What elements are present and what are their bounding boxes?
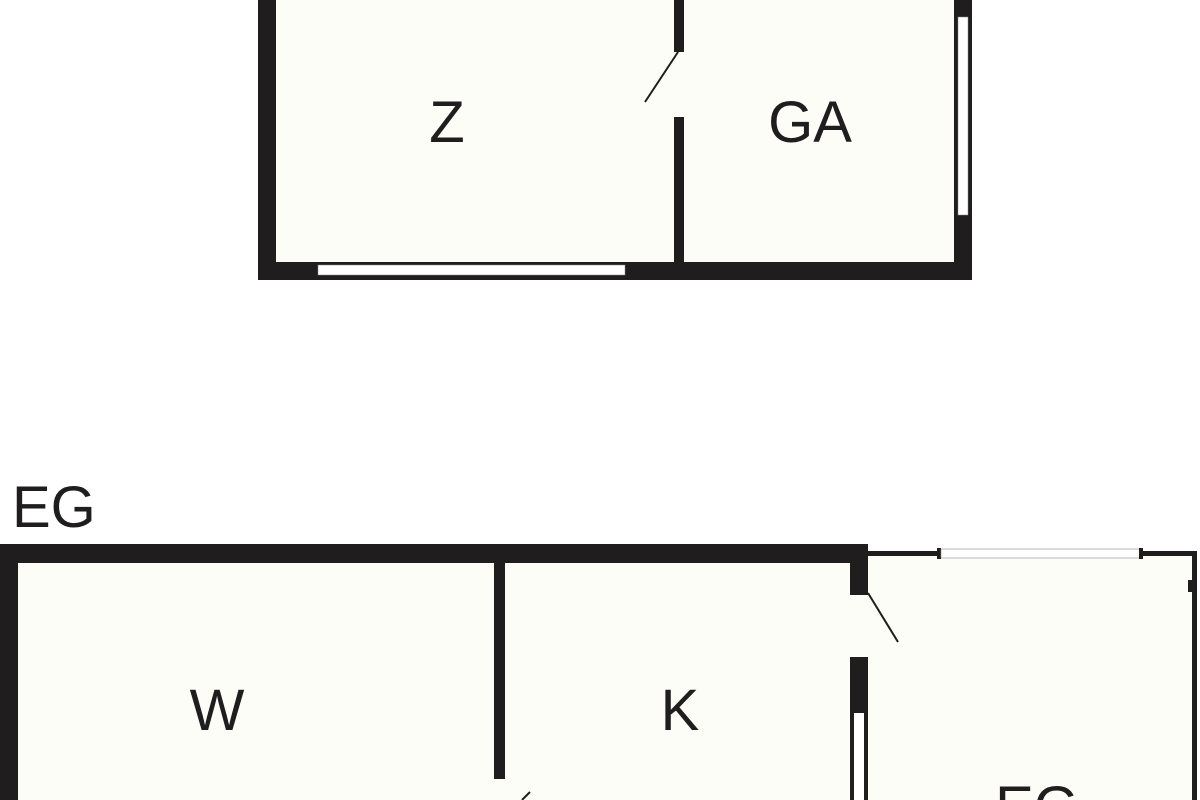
room-label-z: Z	[429, 90, 464, 155]
room-label-k: K	[661, 678, 700, 743]
window-ext-top	[940, 548, 1142, 559]
wall-divider-top	[674, 0, 684, 52]
door-swing-ext	[867, 592, 899, 643]
wall-top	[0, 544, 868, 563]
wall-ext-top-right	[1141, 551, 1197, 556]
wall-left	[258, 0, 276, 280]
door-swing-lower	[521, 791, 531, 800]
floor-title: EG	[12, 475, 96, 540]
window-k-right	[854, 713, 864, 800]
window-bottom	[317, 264, 626, 276]
wall-left	[0, 544, 18, 800]
upper-floor: Z GA	[258, 0, 972, 280]
door-swing	[644, 51, 679, 103]
wall-ext-top-left	[868, 551, 938, 556]
wall-ext-post	[1188, 580, 1197, 592]
window-right	[957, 16, 969, 216]
room-label-eg: EG	[995, 775, 1079, 800]
ground-floor-area	[10, 554, 1195, 800]
ground-floor: EG W K EG	[0, 475, 1197, 800]
wall-k-right-mid	[850, 657, 868, 712]
wall-divider-bottom	[674, 117, 684, 263]
wall-ext-right	[1192, 551, 1197, 800]
window-frame-left	[937, 548, 941, 559]
room-label-w: W	[190, 678, 245, 743]
wall-divider	[494, 563, 505, 779]
room-label-ga: GA	[768, 90, 852, 155]
upper-floor-area	[267, 0, 963, 271]
wall-k-right-top	[850, 544, 868, 595]
